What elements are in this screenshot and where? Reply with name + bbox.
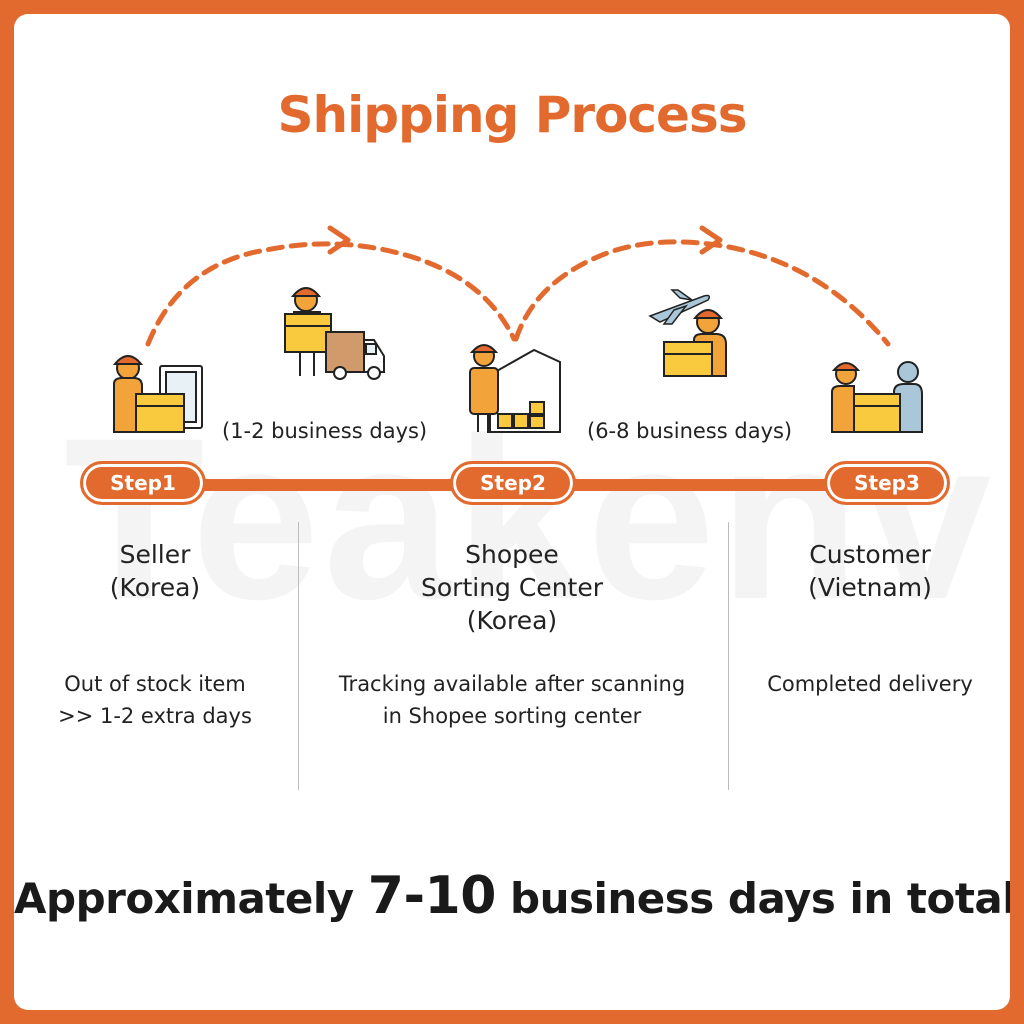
- step-column-seller: Seller (Korea) Out of stock item >> 1-2 …: [34, 538, 276, 732]
- process-illustration: [112, 225, 923, 433]
- step-name-line: (Vietnam): [808, 573, 932, 602]
- arrow-arc-1: [145, 225, 517, 347]
- step-desc-line: Out of stock item: [64, 672, 246, 696]
- arrow-arc-2: [513, 225, 891, 347]
- column-divider: [298, 522, 299, 790]
- step-desc-line: in Shopee sorting center: [382, 704, 642, 728]
- truck-icon: [325, 331, 385, 380]
- total-duration-summary: Approximately 7-10 business days in tota…: [14, 866, 1010, 926]
- handover-icon: [831, 361, 923, 433]
- step-name-line: Customer: [809, 540, 931, 569]
- summary-suffix: business days in total.: [495, 874, 1010, 923]
- worker-with-box-icon: [663, 309, 727, 377]
- delivery-worker-icon: [284, 287, 332, 376]
- leg-duration-1: (1-2 business days): [222, 419, 428, 443]
- summary-prefix: Approximately: [14, 874, 368, 923]
- step-column-customer: Customer (Vietnam) Completed delivery: [744, 538, 996, 700]
- leg-duration-2: (6-8 business days): [587, 419, 793, 443]
- watermark: Teakenv: [64, 390, 996, 647]
- warehouse-icon: [469, 344, 561, 433]
- seller-with-box-icon: [112, 355, 203, 433]
- step-desc-line: Tracking available after scanning: [338, 672, 686, 696]
- summary-highlight: 7-10: [367, 866, 497, 926]
- step-desc-line: >> 1-2 extra days: [58, 704, 252, 728]
- step-name-line: Shopee: [465, 540, 559, 569]
- step-badge-2: Step2: [450, 461, 576, 505]
- step-name-line: (Korea): [109, 573, 201, 602]
- step-name-line: Seller: [119, 540, 191, 569]
- step-badge-3: Step3: [824, 461, 950, 505]
- step-badge-1: Step1: [80, 461, 206, 505]
- step-name-line: Sorting Center: [421, 573, 603, 602]
- step-column-sorting-center: Shopee Sorting Center (Korea) Tracking a…: [312, 538, 712, 732]
- step-name-line: (Korea): [466, 606, 558, 635]
- step-desc-line: Completed delivery: [767, 672, 973, 696]
- column-divider: [728, 522, 729, 790]
- airplane-icon: [648, 289, 711, 325]
- page-title: Shipping Process: [277, 86, 748, 144]
- process-card: Teakenv Shipping Process: [14, 14, 1010, 1010]
